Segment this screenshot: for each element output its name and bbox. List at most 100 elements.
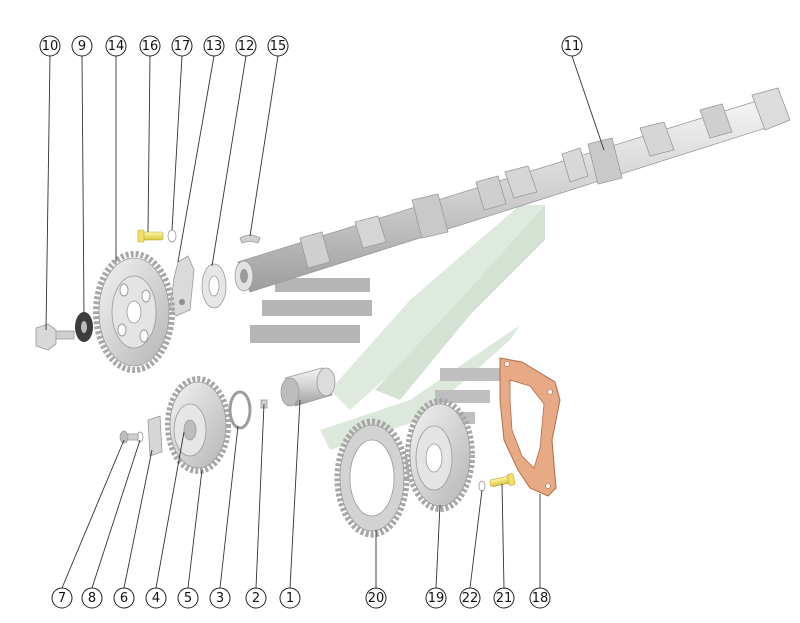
large-timing-gear [93, 251, 175, 373]
callout-label: 2 [252, 591, 260, 606]
callout-circle [139, 35, 161, 57]
thrust-washer [201, 263, 227, 309]
callout-21: 21 [493, 587, 515, 609]
callout-1: 1 [279, 587, 301, 609]
callout-circle [171, 35, 193, 57]
leader-lines [45, 55, 605, 589]
callout-15: 15 [267, 35, 289, 57]
camshaft [234, 87, 791, 293]
callout-label: 5 [184, 591, 192, 606]
callout-label: 18 [532, 591, 549, 606]
callout-circle [177, 587, 199, 609]
callout-circle [561, 35, 583, 57]
leader-line-16 [147, 55, 151, 233]
callout-circle [267, 35, 289, 57]
callout-circle [39, 35, 61, 57]
callout-2: 2 [245, 587, 267, 609]
bolt-yellow-upper [137, 229, 164, 243]
callout-14: 14 [105, 35, 127, 57]
leader-line-5 [187, 469, 203, 589]
leader-line-13 [177, 55, 215, 263]
callout-circle [235, 35, 257, 57]
callout-circle [529, 587, 551, 609]
leader-line-2 [255, 403, 265, 589]
callout-22: 22 [459, 587, 481, 609]
callout-circle [105, 35, 127, 57]
callout-label: 10 [42, 39, 59, 54]
callout-label: 20 [368, 591, 385, 606]
callout-17: 17 [171, 35, 193, 57]
drive-gear [405, 398, 475, 512]
callout-19: 19 [425, 587, 447, 609]
callout-label: 1 [286, 591, 294, 606]
leader-line-11 [571, 55, 605, 151]
idler-shaft [280, 367, 336, 407]
callout-circle [365, 587, 387, 609]
callout-circle [245, 587, 267, 609]
callout-label: 4 [152, 591, 160, 606]
callout-13: 13 [203, 35, 225, 57]
thrust-ring [228, 390, 252, 430]
callout-label: 6 [120, 591, 128, 606]
callout-18: 18 [529, 587, 551, 609]
callout-label: 22 [462, 591, 479, 606]
callout-circle [459, 587, 481, 609]
callout-circle [279, 587, 301, 609]
leader-line-8 [91, 439, 141, 589]
gasket [499, 357, 561, 497]
leader-line-21 [501, 483, 505, 589]
callout-3: 3 [209, 587, 231, 609]
leader-line-4 [155, 431, 185, 589]
leader-line-7 [61, 439, 125, 589]
idler-gear [165, 376, 231, 474]
callout-16: 16 [139, 35, 161, 57]
callout-label: 11 [564, 39, 581, 54]
woodruff-key [239, 234, 261, 244]
callout-label: 9 [78, 39, 86, 54]
callout-label: 19 [428, 591, 445, 606]
leader-line-12 [211, 55, 247, 267]
callout-label: 13 [206, 39, 223, 54]
callout-circle [425, 587, 447, 609]
leader-line-10 [45, 55, 51, 331]
leader-line-22 [469, 489, 483, 589]
callout-label: 14 [108, 39, 125, 54]
leader-line-15 [249, 55, 279, 237]
callout-label: 8 [88, 591, 96, 606]
callout-circle [145, 587, 167, 609]
callout-9: 9 [71, 35, 93, 57]
callout-circle [81, 587, 103, 609]
thrust-plate [169, 255, 195, 317]
callout-10: 10 [39, 35, 61, 57]
callout-circle [71, 35, 93, 57]
hex-bolt [35, 323, 75, 351]
leader-line-6 [123, 449, 153, 589]
ring-gear [334, 418, 410, 538]
leader-line-3 [219, 425, 239, 589]
spring-washer-upper [167, 229, 177, 243]
callout-label: 21 [496, 591, 513, 606]
dark-washer [75, 312, 93, 342]
leader-line-19 [435, 504, 441, 589]
callout-label: 3 [216, 591, 224, 606]
leader-line-1 [289, 399, 301, 589]
callout-circle [51, 587, 73, 609]
leader-line-17 [171, 55, 183, 231]
spring-washer-lower [478, 480, 486, 492]
callout-7: 7 [51, 587, 73, 609]
retaining-plate [147, 415, 163, 457]
callout-circle [493, 587, 515, 609]
callout-label: 16 [142, 39, 159, 54]
callout-5: 5 [177, 587, 199, 609]
callout-circle [209, 587, 231, 609]
small-bolt [119, 430, 139, 444]
callout-label: 12 [238, 39, 255, 54]
callout-4: 4 [145, 587, 167, 609]
callout-circle [203, 35, 225, 57]
callout-label: 7 [58, 591, 66, 606]
callout-20: 20 [365, 587, 387, 609]
callout-6: 6 [113, 587, 135, 609]
